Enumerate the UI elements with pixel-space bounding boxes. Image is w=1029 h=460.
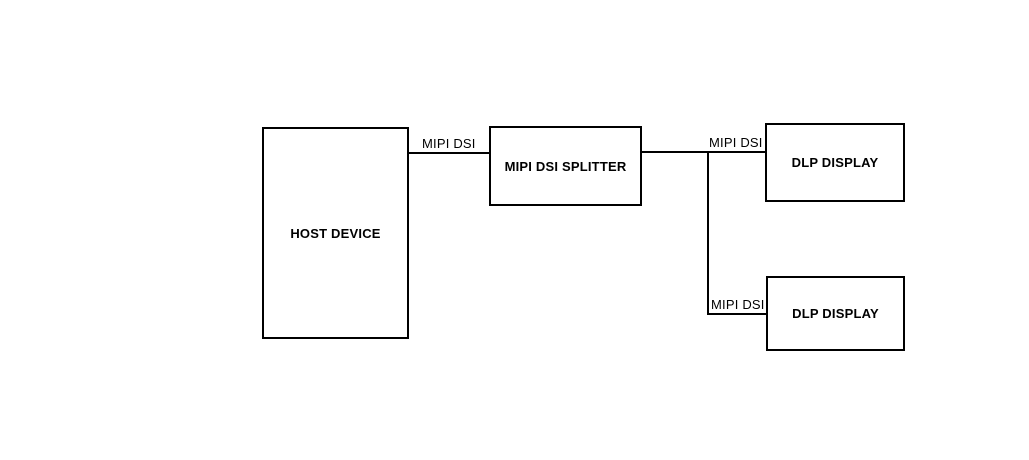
connector-branch-vertical-line [707, 151, 709, 315]
connector-branch-to-display-bottom-line [708, 313, 766, 315]
node-mipi-dsi-splitter-label: MIPI DSI SPLITTER [504, 158, 627, 174]
node-host-device-label: HOST DEVICE [290, 225, 381, 241]
link-label-splitter-to-display-top: MIPI DSI [709, 135, 763, 150]
connector-splitter-to-display-top-line [642, 151, 765, 153]
node-dlp-display-top-label: DLP DISPLAY [791, 155, 879, 170]
node-dlp-display-bottom: DLP DISPLAY [766, 276, 905, 351]
node-host-device: HOST DEVICE [262, 127, 409, 339]
link-label-splitter-to-display-bottom: MIPI DSI [711, 297, 765, 312]
connector-host-to-splitter-line [409, 152, 489, 154]
link-label-host-to-splitter: MIPI DSI [422, 136, 476, 151]
node-mipi-dsi-splitter: MIPI DSI SPLITTER [489, 126, 642, 206]
node-dlp-display-bottom-label: DLP DISPLAY [792, 306, 879, 321]
node-dlp-display-top: DLP DISPLAY [765, 123, 905, 202]
